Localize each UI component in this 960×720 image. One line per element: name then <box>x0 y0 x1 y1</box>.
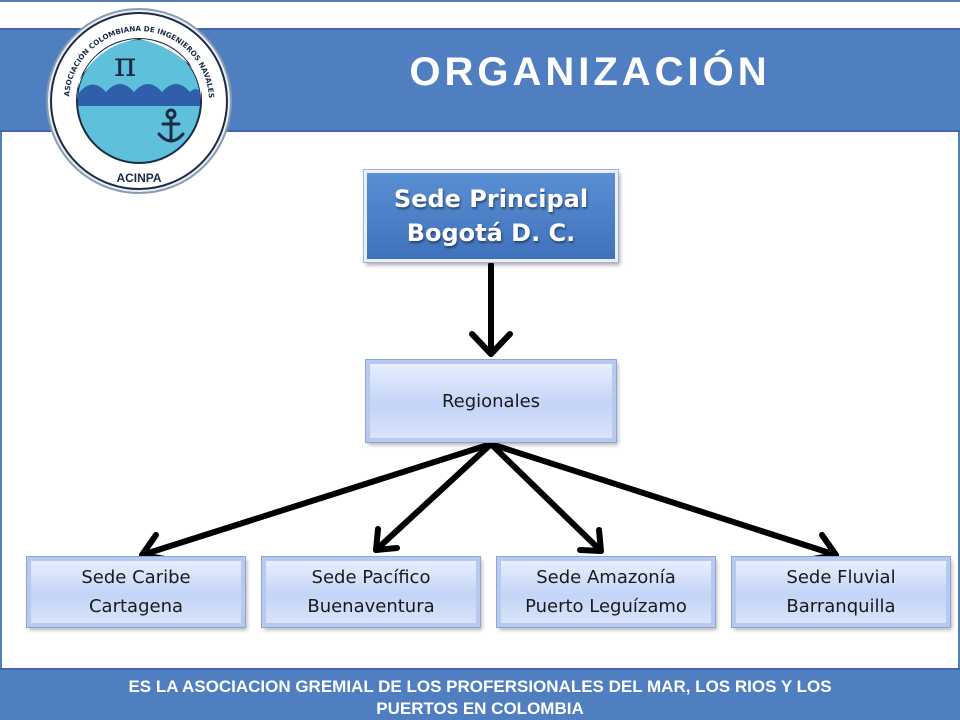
arrow-to-sede-caribe <box>139 441 494 562</box>
right-border <box>958 132 960 668</box>
sede-caribe-box: Sede Caribe Cartagena <box>26 556 246 628</box>
footer-banner: ES LA ASOCIACION GREMIAL DE LOS PROFERSI… <box>0 668 960 720</box>
sede-fluvial-box: Sede Fluvial Barranquilla <box>731 556 951 628</box>
acinpa-logo: ASOCIACIÓN COLOMBIANA DE INGENIEROS NAVA… <box>44 6 234 196</box>
arrow-to-sede-fluvial <box>488 441 839 562</box>
arrow-principal-to-regionales <box>469 262 513 357</box>
footer-line-1: ES LA ASOCIACION GREMIAL DE LOS PROFERSI… <box>128 677 832 696</box>
sede-amazonia-box: Sede Amazonía Puerto Leguízamo <box>496 556 716 628</box>
regionales-box: Regionales <box>365 359 617 443</box>
sede-name: Sede Caribe <box>81 567 191 588</box>
logo-name: ACINPA <box>116 171 161 185</box>
sede-principal-city: Bogotá D. C. <box>406 219 576 247</box>
footer-line-2: PUERTOS EN COLOMBIA <box>376 699 584 718</box>
sede-city: Buenaventura <box>307 596 435 617</box>
sede-principal-box: Sede Principal Bogotá D. C. <box>363 169 619 263</box>
sede-name: Sede Amazonía <box>536 567 676 588</box>
sede-principal-title: Sede Principal <box>393 185 589 213</box>
sede-city: Puerto Leguízamo <box>525 596 687 617</box>
sede-pacifico-box: Sede Pacífico Buenaventura <box>261 556 481 628</box>
anchor-icon <box>157 108 185 143</box>
page-title: ORGANIZACIÓN <box>409 50 771 94</box>
arrow-to-sede-amazonia <box>488 441 604 554</box>
pi-symbol: π <box>114 45 136 85</box>
sede-city: Barranquilla <box>786 596 896 617</box>
left-border <box>0 132 2 668</box>
sede-name: Sede Fluvial <box>786 567 896 588</box>
sede-city: Cartagena <box>88 596 184 617</box>
regionales-label: Regionales <box>441 390 541 412</box>
sede-name: Sede Pacífico <box>311 567 431 588</box>
arrow-to-sede-pacifico <box>373 441 494 553</box>
